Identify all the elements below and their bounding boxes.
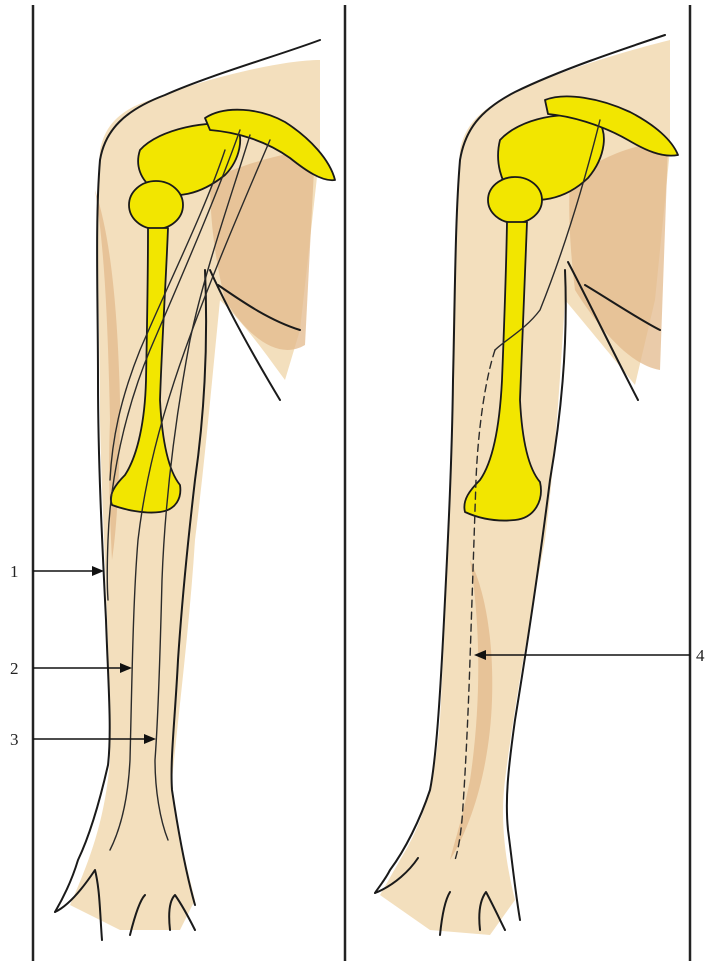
label-3: 3 [10,730,19,749]
label-1: 1 [10,562,19,581]
right-humerus-head [488,177,542,223]
left-humerus-head [129,181,183,229]
left-shoulder-shade [210,150,315,350]
right-arm-drawing: 4 [375,35,705,935]
label-4: 4 [696,646,705,665]
arrowhead-1 [92,566,104,576]
left-arm-drawing: 1 2 3 [10,40,335,940]
label-2: 2 [10,659,19,678]
